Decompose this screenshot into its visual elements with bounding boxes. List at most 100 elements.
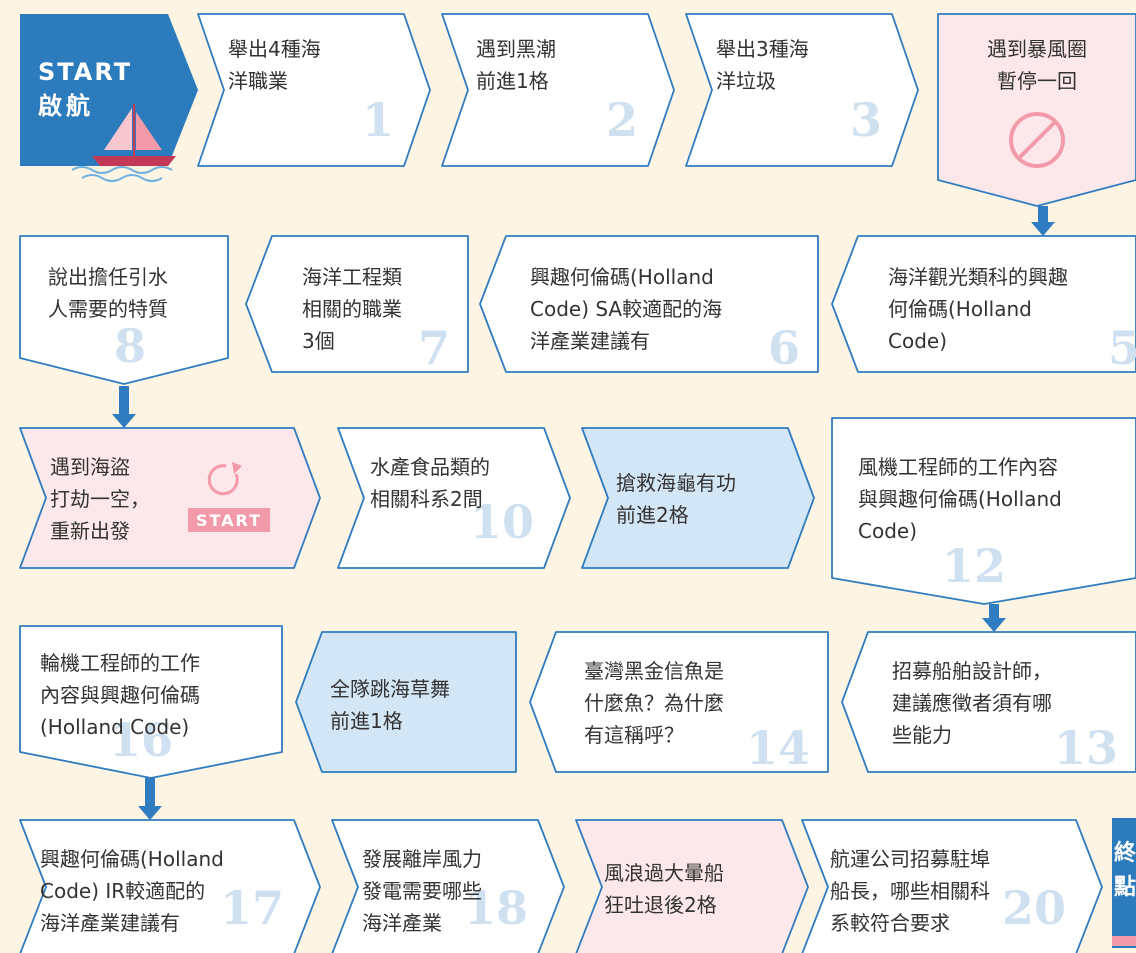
- start-tile: START 啟航: [20, 14, 198, 182]
- tile-number: 20: [1002, 881, 1066, 935]
- tile-shape: [337, 427, 571, 569]
- tile-text-line: 海洋產業: [362, 911, 442, 935]
- tile-text-line: 建議應徵者須有哪: [892, 691, 1052, 715]
- tile-number: 10: [470, 495, 534, 549]
- prohibited-icon: [1009, 112, 1065, 168]
- tile-shape: [19, 625, 283, 779]
- tile-shape: [479, 235, 819, 373]
- tile-number: 1: [362, 93, 394, 147]
- tile-text-line: 輪機工程師的工作: [40, 651, 200, 675]
- start-label-chinese: 啟航: [38, 92, 94, 120]
- tile-text-line: 洋垃圾: [716, 69, 776, 93]
- tile-text-line: Code): [888, 329, 947, 353]
- tile-text-line: 狂吐退後2格: [604, 893, 717, 917]
- tile-shape: [685, 13, 919, 167]
- tile-shape: [831, 417, 1136, 605]
- finish-label-2: 點: [1114, 875, 1136, 900]
- tile-number: 3: [850, 93, 882, 147]
- finish-tile: 終 點: [1112, 818, 1136, 948]
- tile-text-line: 招募船舶設計師，: [892, 659, 1052, 683]
- tile-number: 6: [768, 321, 800, 375]
- tile-text-line: 說出擔任引水: [48, 265, 168, 289]
- connector-arrow: [1031, 206, 1055, 236]
- tile-text-line: 興趣何倫碼(Holland: [530, 265, 714, 289]
- tile-text-line: 船長，哪些相關科: [830, 879, 990, 903]
- tile-text-line: 前進2格: [616, 503, 689, 527]
- tile-text-line: 前進1格: [330, 709, 403, 733]
- tile-number: 5: [1108, 321, 1136, 375]
- tile-text-line: Code) IR較適配的: [40, 879, 205, 903]
- tile-number: 16: [109, 713, 173, 767]
- connector-layer: [112, 206, 1055, 820]
- tile-number: 18: [464, 881, 528, 935]
- tile-text-line: 發電需要哪些: [362, 879, 482, 903]
- tile-text-line: 些能力: [892, 723, 952, 747]
- tile-shape: [581, 427, 815, 569]
- restart-icon: START: [188, 462, 270, 532]
- tile-text-line: 遇到黑潮: [476, 37, 556, 61]
- tile-text-line: 航運公司招募駐埠: [830, 847, 990, 871]
- tile-text-line: 何倫碼(Holland: [888, 297, 1032, 321]
- start-tile-shape: [20, 14, 198, 166]
- tile-number: 14: [746, 721, 810, 775]
- tile-text-line: 洋職業: [228, 69, 288, 93]
- tile-text-line: Code): [858, 519, 917, 543]
- tile-shape: [937, 13, 1136, 207]
- tile-text-line: 暫停一回: [997, 69, 1077, 93]
- tile-text-line: 舉出4種海: [228, 37, 321, 61]
- tile-text-line: 3個: [302, 329, 335, 353]
- tile-number: 7: [418, 321, 450, 375]
- sailboat-icon: [71, 104, 176, 182]
- tile-text-line: 風機工程師的工作內容: [858, 455, 1058, 479]
- tile-number: 17: [220, 881, 284, 935]
- tile-text-line: 什麼魚？為什麼: [584, 691, 724, 715]
- tile-text-line: 打劫一空，: [50, 487, 150, 511]
- tile-number: 8: [114, 319, 146, 373]
- tile-text-line: 全隊跳海草舞: [330, 677, 450, 701]
- tile-text-line: 相關的職業: [302, 297, 402, 321]
- tile-text-line: 海洋工程類: [302, 265, 402, 289]
- tile-text-line: 有這稱呼？: [584, 723, 684, 747]
- tile-number: 12: [942, 539, 1006, 593]
- tile-text-line: 遇到海盜: [50, 455, 130, 479]
- finish-label-1: 終: [1114, 840, 1136, 866]
- tile-shape: [529, 631, 829, 773]
- tile-text-line: 風浪過大暈船: [604, 861, 724, 885]
- connector-arrow: [112, 386, 136, 428]
- tile-text-line: 搶救海龜有功: [616, 471, 736, 495]
- tile-shape: [331, 819, 565, 953]
- finish-sail-icon: [1112, 936, 1136, 946]
- tile-text-line: 海洋觀光類科的興趣: [888, 265, 1068, 289]
- start-label: START: [38, 58, 132, 86]
- tile-number: 13: [1054, 721, 1118, 775]
- tile-shape: [841, 631, 1136, 773]
- connector-arrow: [982, 604, 1006, 632]
- tile-text-line: 興趣何倫碼(Holland: [40, 847, 224, 871]
- tile-shape: [197, 13, 431, 167]
- restart-badge: [188, 508, 270, 532]
- tile-text-line: Code) SA較適配的海: [530, 297, 722, 321]
- tile-shape: [575, 819, 809, 953]
- tile-text-line: 遇到暴風圈: [987, 37, 1087, 61]
- tile-text-line: 洋產業建議有: [530, 329, 650, 353]
- tile-text-line: 海洋產業建議有: [40, 911, 180, 935]
- finish-tile-shape: [1112, 818, 1136, 948]
- tile-text-line: (Holland Code): [40, 715, 189, 739]
- tile-text-line: 臺灣黑金信魚是: [584, 659, 724, 683]
- restart-badge-label: START: [196, 511, 262, 530]
